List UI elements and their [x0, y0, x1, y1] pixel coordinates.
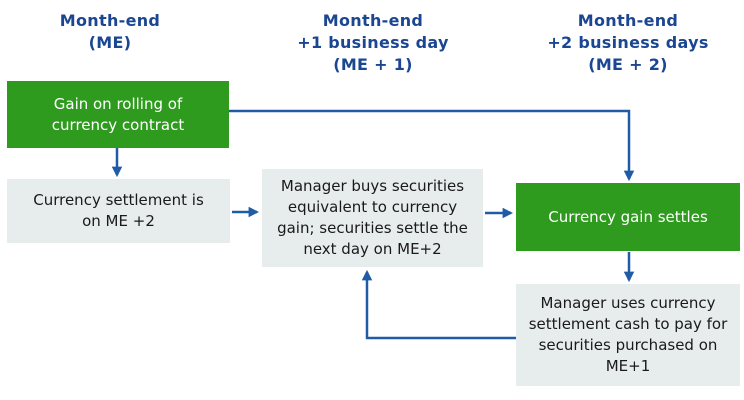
box-manager-buys-securities-label: Manager buys securities equivalent to cu… [277, 177, 468, 258]
box-currency-gain-settles: Currency gain settles [516, 183, 740, 251]
column-header-month-end-plus1: Month-end +1 business day (ME + 1) [297, 11, 449, 74]
box-gain-on-rolling-label: Gain on rolling of currency contract [51, 94, 185, 134]
column-header-month-end: Month-end (ME) [59, 11, 161, 52]
box-currency-settlement-label: Currency settlement is on ME +2 [33, 191, 204, 230]
arrow-uses-back-to-buys [361, 269, 516, 340]
box-manager-buys-securities: Manager buys securities equivalent to cu… [262, 169, 483, 267]
box-currency-settlement: Currency settlement is on ME +2 [7, 179, 230, 243]
box-manager-uses-settlement-cash-label: Manager uses currency settlement cash to… [528, 294, 728, 375]
column-header-month-end-plus2: Month-end +2 business days (ME + 2) [547, 11, 709, 74]
box-currency-gain-settles-label: Currency gain settles [548, 207, 708, 226]
box-manager-uses-settlement-cash: Manager uses currency settlement cash to… [516, 284, 740, 386]
box-gain-on-rolling: Gain on rolling of currency contract [7, 81, 229, 148]
